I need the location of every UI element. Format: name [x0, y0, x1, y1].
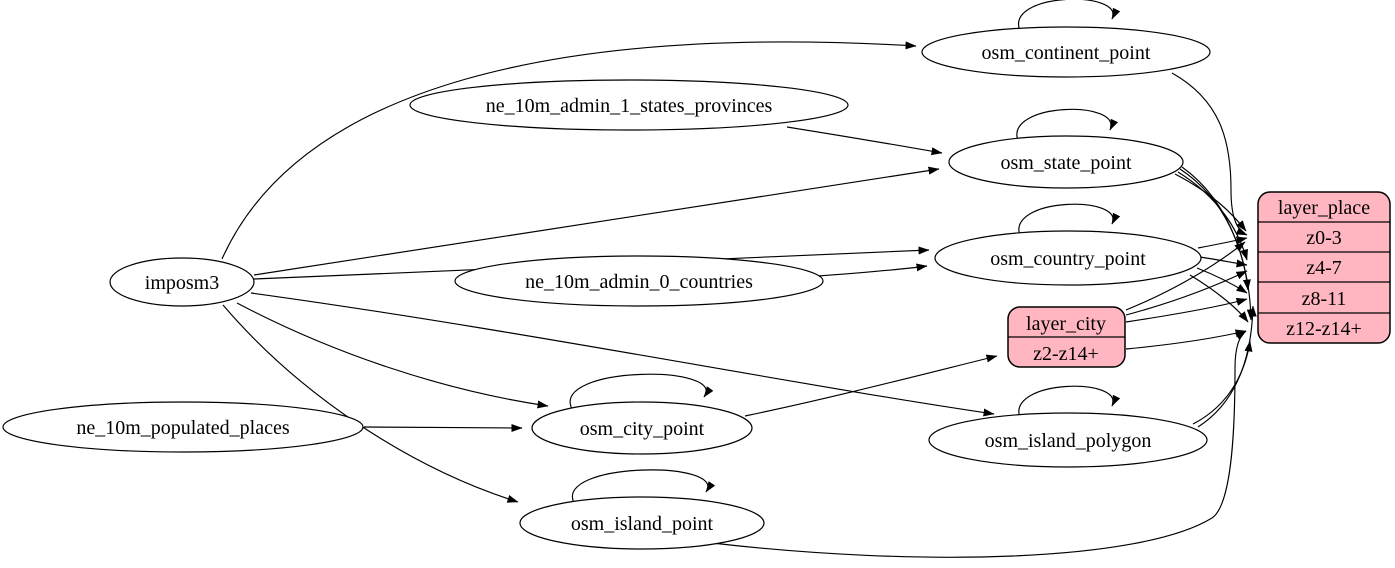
node-shape — [921, 26, 1211, 78]
record-row-z0-3: z0-3 — [1306, 227, 1342, 249]
node-osm_state_point: osm_state_point — [948, 135, 1184, 189]
edge-imposm3-osm_city_point — [236, 302, 549, 409]
edge-osm_state_point-layer_place-z8-11 — [1179, 168, 1251, 291]
edge-layer_city-layer_place-z8-11 — [1125, 298, 1248, 323]
node-label: osm_island_polygon — [985, 430, 1152, 452]
node-shape — [531, 401, 753, 455]
edge-layer_city-layer_place-z0-3 — [1125, 241, 1246, 311]
node-shape — [409, 79, 849, 131]
record-title: layer_city — [1026, 313, 1106, 335]
edge-layer_city-layer_place-z4-7 — [1125, 270, 1248, 316]
node-label: osm_city_point — [580, 418, 705, 440]
edge-osm_state_point-layer_place-z12-z14 — [1181, 166, 1255, 321]
edge-layer_city-layer_place-z12-z14 — [1125, 329, 1247, 350]
edge-osm_island_polygon-layer_place-z8-11 — [1197, 305, 1257, 428]
node-label: ne_10m_admin_1_states_provinces — [486, 95, 773, 117]
node-osm_island_point: osm_island_point — [519, 496, 765, 550]
record-row-z4-7: z4-7 — [1306, 257, 1342, 279]
node-layer_place: layer_place z0-3 z4-7 z8-11 z12-z14+ — [1257, 191, 1391, 344]
edge-osm_country_point-layer_place-z4-7 — [1199, 256, 1248, 268]
node-shape — [928, 412, 1208, 468]
edge-selfloop-osm_island_polygon — [1018, 385, 1121, 419]
node-ne_10m_admin_1_states_provinces: ne_10m_admin_1_states_provinces — [409, 79, 849, 131]
edge-osm_island_point-layer_place-z12-z14 — [711, 330, 1247, 558]
edge-osm_country_point-layer_place-z0-3 — [1197, 236, 1248, 249]
edge-selfloop-osm_state_point — [1016, 108, 1119, 142]
node-shape — [109, 257, 255, 307]
edge-ne_10m_admin_0_countries-osm_country_point — [817, 263, 928, 277]
edge-imposm3-osm_island_point — [222, 304, 519, 503]
node-label: ne_10m_admin_0_countries — [525, 271, 753, 293]
edge-osm_continent_point-layer_place-z0-3 — [1171, 72, 1248, 236]
node-osm_continent_point: osm_continent_point — [921, 26, 1211, 78]
node-shape — [2, 401, 364, 453]
node-shape — [934, 230, 1202, 286]
edge-selfloop-osm_country_point — [1018, 203, 1121, 237]
edge-selfloop-osm_island_point — [571, 469, 716, 504]
node-shape — [948, 135, 1184, 189]
node-osm_city_point: osm_city_point — [531, 401, 753, 455]
edge-imposm3-osm_island_polygon — [250, 292, 995, 417]
node-osm_country_point: osm_country_point — [934, 230, 1202, 286]
node-shape — [454, 255, 824, 307]
edge-osm_city_point-layer_city-z2-z14 — [744, 354, 998, 417]
record-row-z2-z14: z2-z14+ — [1033, 343, 1099, 365]
edge-imposm3-osm_continent_point — [221, 41, 917, 260]
node-ne_10m_admin_0_countries: ne_10m_admin_0_countries — [454, 255, 824, 307]
edge-ne_10m_populated_places-osm_city_point — [363, 423, 523, 432]
edge-osm_country_point-layer_place-z8-11 — [1196, 267, 1248, 294]
edge-imposm3-osm_state_point — [253, 166, 940, 276]
record-title: layer_place — [1278, 197, 1370, 219]
edge-osm_island_polygon-layer_place-z12-z14 — [1192, 340, 1253, 425]
node-label: ne_10m_populated_places — [76, 417, 289, 439]
node-ne_10m_populated_places: ne_10m_populated_places — [2, 401, 364, 453]
node-layer_city: layer_city z2-z14+ — [1007, 306, 1126, 368]
edge-ne_10m_admin_1_states_provinces-osm_state_point — [786, 126, 943, 156]
edge-selfloop-osm_continent_point — [1017, 0, 1121, 32]
node-label: osm_island_point — [571, 513, 714, 535]
record-shape — [1257, 191, 1391, 344]
node-label: osm_continent_point — [982, 42, 1151, 64]
record-row-z12-z14: z12-z14+ — [1286, 318, 1362, 340]
edge-osm_country_point-layer_place-z12-z14 — [1189, 274, 1249, 323]
node-osm_island_polygon: osm_island_polygon — [928, 412, 1208, 468]
edge-selfloop-osm_city_point — [569, 373, 714, 410]
node-shape — [519, 496, 765, 550]
node-label: osm_country_point — [990, 248, 1146, 270]
node-label: imposm3 — [145, 272, 219, 294]
record-row-z8-11: z8-11 — [1302, 288, 1347, 310]
node-imposm3: imposm3 — [109, 257, 255, 307]
edge-osm_state_point-layer_place-z0-3 — [1174, 173, 1247, 232]
node-label: osm_state_point — [1000, 152, 1132, 174]
